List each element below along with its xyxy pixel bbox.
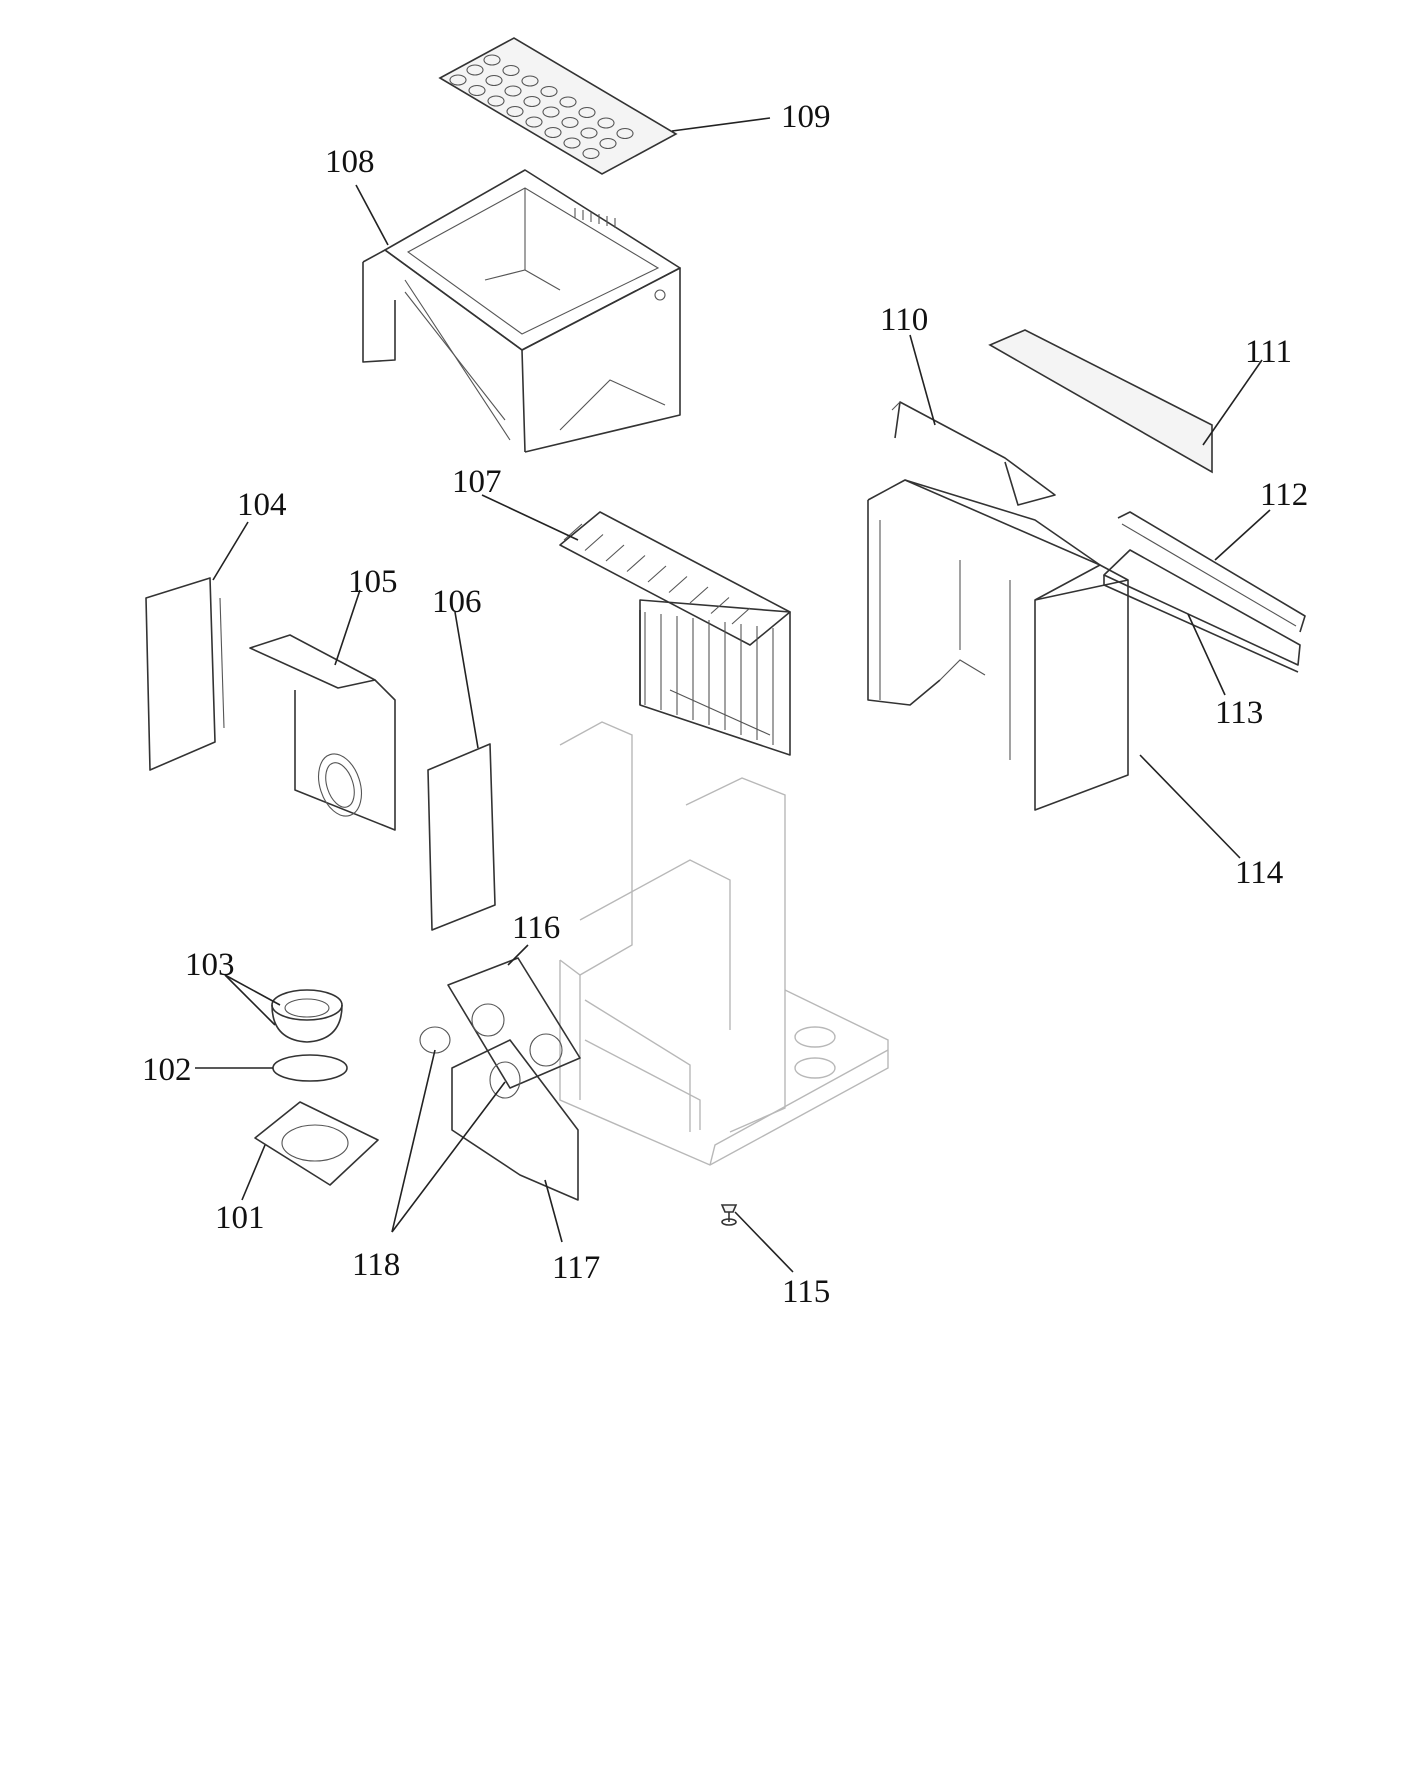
exchanger-fin <box>605 544 625 562</box>
leader-107 <box>481 494 579 541</box>
grille-hole <box>502 64 520 77</box>
leader-108 <box>355 184 389 246</box>
part-103-burner <box>271 989 343 1043</box>
part-109-perforated-grille <box>438 37 678 175</box>
grille-hole <box>580 127 598 139</box>
part-113-channel <box>1103 549 1301 673</box>
leader-118a <box>391 1049 436 1233</box>
part-105-cover <box>249 634 396 831</box>
part-114-rear-frame <box>867 479 1129 811</box>
label-102: 102 <box>142 1052 192 1088</box>
label-107: 107 <box>452 464 502 500</box>
label-118: 118 <box>352 1247 400 1283</box>
label-103: 103 <box>185 947 235 983</box>
grille-hole <box>504 85 522 97</box>
leader-103b <box>224 974 276 1026</box>
leader-117 <box>544 1179 563 1243</box>
main-body-frame <box>559 721 889 1166</box>
part-106-side-panel <box>427 743 496 931</box>
leader-104 <box>212 521 249 581</box>
part-111-top-panel <box>988 329 1213 474</box>
part-112-rail <box>1117 511 1306 633</box>
leader-116 <box>507 944 529 966</box>
label-114: 114 <box>1235 855 1283 891</box>
grille-hole <box>561 116 579 129</box>
leader-118b <box>391 1081 506 1233</box>
exchanger-fin <box>710 597 730 614</box>
exchanger-fin <box>563 523 583 541</box>
grille-hole <box>468 84 486 97</box>
exchanger-fin <box>647 565 667 583</box>
grille-hole <box>559 96 577 108</box>
exchanger-fin <box>689 586 709 604</box>
label-117: 117 <box>552 1250 600 1286</box>
exchanger-fin <box>584 534 604 551</box>
leader-lines <box>195 117 1271 1273</box>
part-116-plate <box>447 957 581 1089</box>
label-109: 109 <box>781 99 831 135</box>
grille-hole <box>506 105 524 118</box>
part-101-base-plate <box>254 1101 379 1186</box>
leader-112 <box>1214 509 1271 561</box>
grille-hole <box>563 137 581 149</box>
label-111: 111 <box>1245 334 1292 370</box>
label-113: 113 <box>1215 695 1263 731</box>
leader-114 <box>1139 754 1241 859</box>
grille-hole <box>544 126 562 139</box>
exchanger-fin <box>626 555 646 572</box>
grille-hole <box>523 95 541 108</box>
grille-hole <box>449 74 467 86</box>
grille-hole <box>483 54 501 66</box>
leader-101 <box>241 1144 266 1201</box>
part-108-top-hood <box>362 169 681 453</box>
part-labels: 109 108 110 111 107 112 104 105 106 113 … <box>142 99 1308 1310</box>
label-115: 115 <box>782 1274 830 1310</box>
grille-hole <box>582 147 600 160</box>
exchanger-fin <box>731 607 751 625</box>
label-104: 104 <box>237 487 287 523</box>
grille-hole <box>578 106 596 119</box>
label-105: 105 <box>348 564 398 600</box>
leader-109 <box>671 117 771 132</box>
grille-hole <box>542 106 560 118</box>
grille-hole <box>597 117 615 129</box>
part-102-ring <box>272 1054 348 1082</box>
part-115-foot <box>720 1204 738 1226</box>
leader-113 <box>1187 613 1226 696</box>
part-117-plate <box>451 1039 579 1201</box>
grille-hole <box>525 116 543 128</box>
vent-slots <box>574 208 616 228</box>
label-106: 106 <box>432 584 482 620</box>
label-116: 116 <box>512 910 560 946</box>
grille-hole <box>487 95 505 107</box>
grille-hole <box>616 127 634 140</box>
label-101: 101 <box>215 1200 265 1236</box>
exchanger-fin <box>668 576 688 593</box>
grille-hole <box>521 75 539 87</box>
grille-hole <box>599 137 617 150</box>
label-112: 112 <box>1260 477 1308 513</box>
part-104-side-panel <box>145 577 225 771</box>
grille-hole <box>485 74 503 87</box>
part-110-deflector <box>891 401 1056 506</box>
part-118-gaskets <box>419 1026 521 1099</box>
leader-103a <box>224 974 281 1006</box>
leader-115 <box>734 1211 794 1273</box>
grille-hole <box>540 85 558 98</box>
leader-111 <box>1202 359 1263 446</box>
leader-105 <box>334 589 361 666</box>
part-107-heat-exchanger <box>559 511 791 756</box>
label-108: 108 <box>325 144 375 180</box>
label-110: 110 <box>880 302 928 338</box>
leader-110 <box>909 334 936 426</box>
grille-hole <box>466 64 484 76</box>
leader-106 <box>454 611 479 749</box>
